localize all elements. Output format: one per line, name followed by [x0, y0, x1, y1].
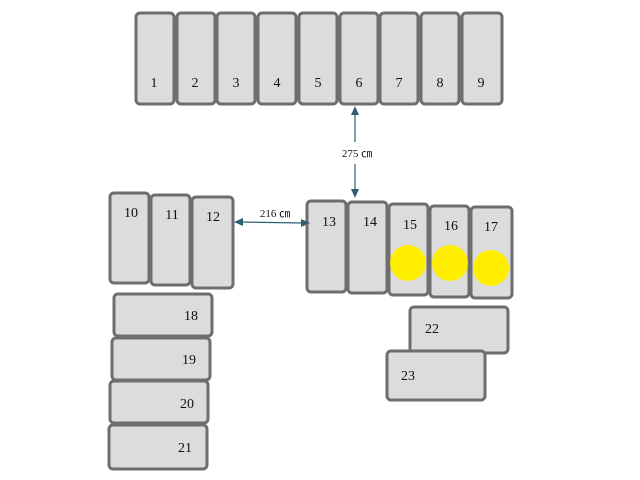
slot-18-box	[112, 292, 214, 338]
slot-8-box	[419, 11, 461, 106]
slot-20-box	[108, 379, 210, 425]
slot-17: 17	[469, 205, 514, 300]
slot-18-label: 18	[184, 309, 198, 324]
slot-12-label: 12	[206, 210, 220, 225]
slot-17-marker	[473, 250, 509, 286]
slot-16-marker	[432, 245, 468, 281]
slot-15: 15	[387, 202, 430, 297]
slot-14-box	[346, 200, 389, 295]
slot-10-label: 10	[124, 206, 138, 221]
slot-6: 6	[338, 11, 380, 106]
slot-5: 5	[297, 11, 339, 106]
slot-15-label: 15	[403, 218, 417, 233]
slot-11: 11	[149, 193, 192, 287]
horizontal-dimension: 216 ㎝	[234, 208, 310, 227]
slot-19-label: 19	[182, 353, 196, 368]
slot-15-marker	[390, 245, 426, 281]
slot-6-label: 6	[356, 76, 363, 91]
slot-1-label: 1	[151, 76, 158, 91]
slot-10: 10	[108, 191, 151, 285]
slot-3-label: 3	[233, 76, 240, 91]
slot-23-box	[385, 349, 487, 402]
slot-5-box	[297, 11, 339, 106]
slot-18: 18	[112, 292, 214, 338]
vertical-dimension: 275 ㎝	[342, 106, 372, 198]
slot-9: 9	[460, 11, 504, 106]
slot-17-label: 17	[484, 220, 498, 235]
slot-16: 16	[428, 204, 471, 299]
slot-9-box	[460, 11, 504, 106]
slot-7-box	[378, 11, 420, 106]
slot-13-box	[305, 199, 348, 294]
slot-5-label: 5	[315, 76, 322, 91]
slot-20: 20	[108, 379, 210, 425]
slot-21: 21	[107, 423, 209, 471]
slot-21-label: 21	[178, 441, 192, 456]
slot-21-box	[107, 423, 209, 471]
slot-13-label: 13	[322, 215, 336, 230]
slot-2: 2	[175, 11, 217, 106]
slot-4-label: 4	[274, 76, 281, 91]
slot-22: 22	[408, 305, 510, 355]
slot-7-label: 7	[396, 76, 403, 91]
slot-23-label: 23	[401, 369, 415, 384]
slot-1: 1	[134, 11, 176, 106]
slot-13: 13	[305, 199, 348, 294]
horizontal-dimension-label: 216 ㎝	[260, 208, 290, 220]
slot-11-label: 11	[165, 208, 178, 223]
slot-3-box	[215, 11, 257, 106]
vertical-dimension-label: 275 ㎝	[342, 148, 372, 160]
slot-7: 7	[378, 11, 420, 106]
slot-14-label: 14	[363, 215, 377, 230]
slot-12-box	[190, 195, 235, 290]
slot-22-label: 22	[425, 322, 439, 337]
slot-4-box	[256, 11, 298, 106]
slot-14: 14	[346, 200, 389, 295]
slot-19: 19	[110, 336, 212, 382]
slot-4: 4	[256, 11, 298, 106]
slot-12: 12	[190, 195, 235, 290]
slot-8: 8	[419, 11, 461, 106]
slot-2-label: 2	[192, 76, 199, 91]
slot-16-label: 16	[444, 219, 458, 234]
slot-3: 3	[215, 11, 257, 106]
slot-9-label: 9	[478, 76, 485, 91]
slot-10-box	[108, 191, 151, 285]
slot-11-box	[149, 193, 192, 287]
slot-23: 23	[385, 349, 487, 402]
slot-20-label: 20	[180, 397, 194, 412]
slot-6-box	[338, 11, 380, 106]
slot-8-label: 8	[437, 76, 444, 91]
slot-2-box	[175, 11, 217, 106]
slot-1-box	[134, 11, 176, 106]
